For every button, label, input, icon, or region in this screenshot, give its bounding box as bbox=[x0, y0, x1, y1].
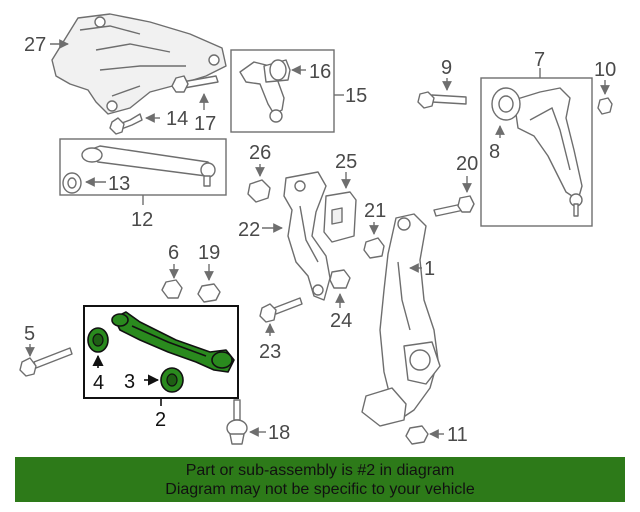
callout-10: 10 bbox=[594, 59, 616, 81]
callout-22: 22 bbox=[238, 219, 260, 241]
callout-16: 16 bbox=[309, 61, 331, 83]
callout-14: 14 bbox=[166, 108, 188, 130]
group-box-7 bbox=[480, 77, 593, 227]
callout-4: 4 bbox=[93, 372, 104, 394]
bolt-part[interactable] bbox=[171, 75, 219, 93]
shield-part[interactable] bbox=[323, 191, 357, 243]
bolt-part[interactable] bbox=[109, 113, 143, 135]
callout-13: 13 bbox=[108, 173, 130, 195]
callout-5: 5 bbox=[24, 323, 35, 345]
bolt-part[interactable] bbox=[19, 347, 73, 377]
subframe-part[interactable] bbox=[51, 13, 227, 115]
callout-18: 18 bbox=[268, 422, 290, 444]
callout-12: 12 bbox=[131, 209, 153, 231]
callout-8: 8 bbox=[489, 141, 500, 163]
callout-20: 20 bbox=[456, 153, 478, 175]
callout-17: 17 bbox=[194, 113, 216, 135]
callout-3: 3 bbox=[124, 371, 135, 393]
callout-19: 19 bbox=[198, 242, 220, 264]
nut-part[interactable] bbox=[247, 179, 271, 203]
callout-23: 23 bbox=[259, 341, 281, 363]
callout-25: 25 bbox=[335, 151, 357, 173]
upper-link-part[interactable] bbox=[239, 59, 291, 123]
bracket-part[interactable] bbox=[283, 171, 331, 301]
group-box-15 bbox=[230, 49, 335, 133]
bolt-part[interactable] bbox=[433, 195, 475, 217]
callout-6: 6 bbox=[168, 242, 179, 264]
callout-26: 26 bbox=[249, 142, 271, 164]
callout-7: 7 bbox=[534, 49, 545, 71]
bolt-part[interactable] bbox=[417, 91, 467, 109]
info-banner: Part or sub-assembly is #2 in diagram Di… bbox=[15, 457, 625, 502]
callout-15: 15 bbox=[345, 85, 367, 107]
callout-2: 2 bbox=[155, 409, 166, 431]
nut-part[interactable] bbox=[197, 283, 221, 303]
nut-part[interactable] bbox=[405, 425, 429, 445]
callout-27: 27 bbox=[24, 34, 46, 56]
callout-21: 21 bbox=[364, 200, 386, 222]
lower-arm-part[interactable] bbox=[491, 87, 583, 217]
lower-control-arm-highlighted-part[interactable] bbox=[87, 311, 235, 393]
banner-line-2: Diagram may not be specific to your vehi… bbox=[165, 481, 475, 498]
banner-line-1: Part or sub-assembly is #2 in diagram bbox=[185, 462, 455, 479]
nut-part[interactable] bbox=[329, 269, 351, 289]
callout-24: 24 bbox=[330, 310, 352, 332]
ball-joint-part[interactable] bbox=[226, 399, 248, 445]
trailing-link-part[interactable] bbox=[62, 145, 216, 194]
nut-part[interactable] bbox=[161, 279, 183, 299]
callout-9: 9 bbox=[441, 57, 452, 79]
bolt-part[interactable] bbox=[259, 297, 303, 323]
callout-1: 1 bbox=[424, 258, 435, 280]
steering-knuckle-part[interactable] bbox=[361, 213, 441, 427]
nut-part[interactable] bbox=[363, 237, 385, 259]
callout-11: 11 bbox=[447, 424, 468, 446]
nut-part[interactable] bbox=[597, 97, 613, 115]
